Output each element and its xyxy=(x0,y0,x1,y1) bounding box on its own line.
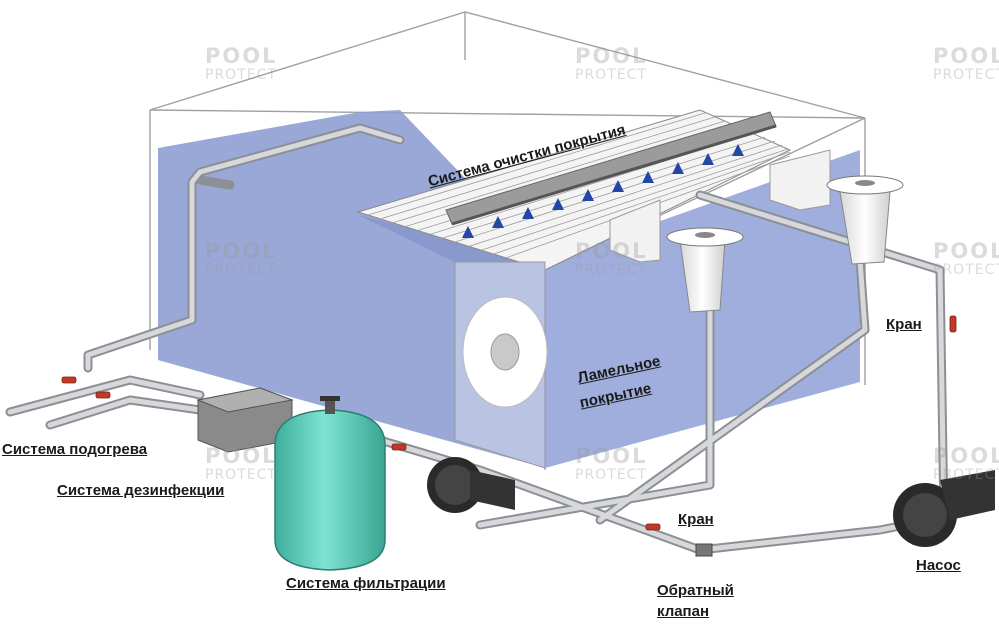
watermark-text: POOL xyxy=(575,44,648,68)
label-heating-system: Система подогрева xyxy=(2,441,148,458)
watermark-text: PROTECT xyxy=(205,262,277,278)
watermark-logo: POOL PROTECT xyxy=(205,45,287,95)
skimmer-left xyxy=(609,199,744,313)
watermark-text: PROTECT xyxy=(933,67,999,83)
watermark-logo: POOL PROTECT xyxy=(575,445,657,495)
label-valve-middle: Кран xyxy=(678,511,714,528)
watermark-text: POOL xyxy=(933,239,999,263)
valves xyxy=(61,315,957,531)
skimmer-right xyxy=(769,149,904,265)
watermark-text: PROTECT xyxy=(575,467,647,483)
filter-tank xyxy=(274,396,386,571)
watermark-text: PROTECT xyxy=(933,467,999,483)
watermark-text: POOL xyxy=(575,444,648,468)
watermark-text: POOL xyxy=(933,44,999,68)
watermark-logo: POOL PROTECT xyxy=(933,445,999,495)
pump-right xyxy=(893,470,995,547)
watermark-logo: POOL PROTECT xyxy=(205,240,287,290)
watermark-text: PROTECT xyxy=(205,67,277,83)
label-check-valve-line1: Обратный xyxy=(657,582,734,599)
watermark-logo: POOL PROTECT xyxy=(933,240,999,290)
disinfection-box xyxy=(196,387,294,453)
label-filtration-system: Система фильтрации xyxy=(286,575,446,592)
watermark-text: PROTECT xyxy=(933,262,999,278)
watermark-logo: POOL PROTECT xyxy=(575,240,657,290)
label-disinfection-system: Система дезинфекции xyxy=(57,482,225,499)
watermark-text: PROTECT xyxy=(575,262,647,278)
check-valve xyxy=(695,543,713,557)
watermark-text: POOL xyxy=(575,239,648,263)
watermark-text: POOL xyxy=(933,444,999,468)
watermark-text: POOL xyxy=(205,444,278,468)
watermark-logo: POOL PROTECT xyxy=(575,45,657,95)
cleaning-system xyxy=(445,111,777,238)
label-check-valve-line2: клапан xyxy=(657,603,710,620)
label-pump: Насос xyxy=(916,557,961,574)
watermark-text: PROTECT xyxy=(205,467,277,483)
watermark-text: POOL xyxy=(205,44,278,68)
watermark-logo: POOL PROTECT xyxy=(205,445,287,495)
watermark-text: PROTECT xyxy=(575,67,647,83)
watermark-logo: POOL PROTECT xyxy=(933,45,999,95)
pump-middle xyxy=(427,457,515,513)
watermark-text: POOL xyxy=(205,239,278,263)
label-valve-right: Кран xyxy=(886,316,922,333)
